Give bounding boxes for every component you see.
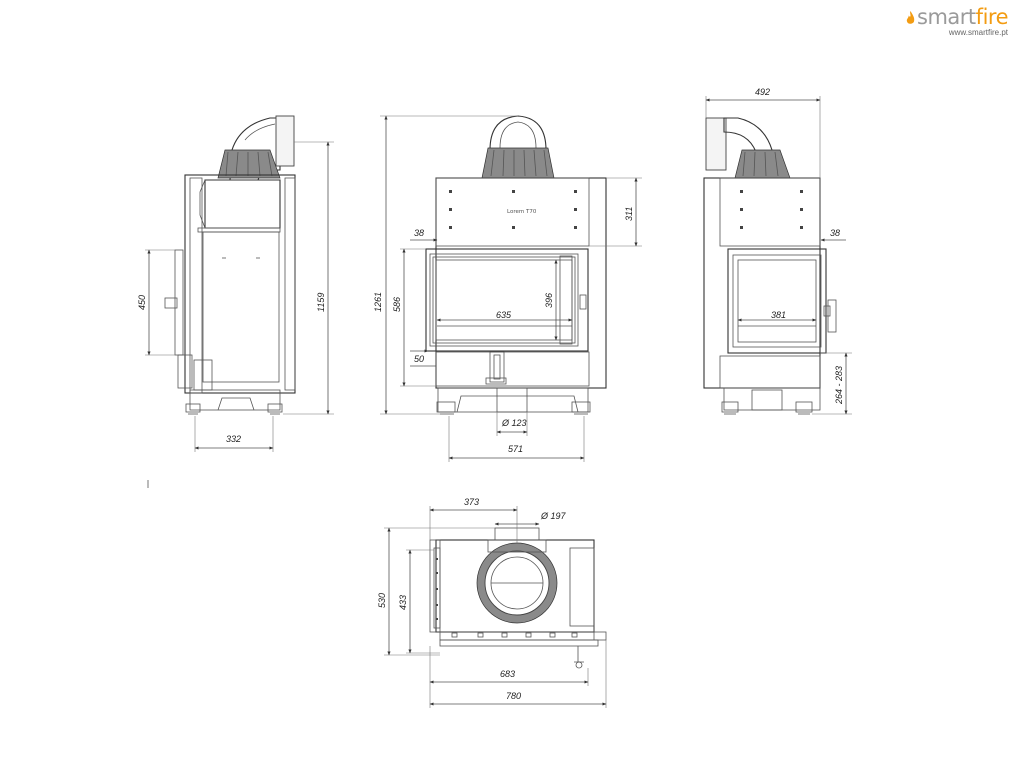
brand-name: smartfire [906, 5, 1009, 29]
brand-name-end: fire [975, 5, 1009, 29]
front-bolts [449, 190, 577, 229]
flame-icon [906, 11, 915, 24]
dim-396: 396 [544, 293, 554, 308]
top-view-slots [451, 632, 578, 638]
side-view-left: 332 450 1159 [137, 115, 334, 452]
brand-url: www.smartfire.pt [948, 28, 1008, 37]
dim-530: 530 [377, 593, 387, 608]
brand-name-start: smart [917, 5, 976, 29]
dim-d123: Ø 123 [501, 418, 527, 428]
flue-collar [217, 149, 281, 179]
dim-586: 586 [392, 297, 402, 312]
dim-50: 50 [414, 354, 424, 364]
dim-1159: 1159 [316, 293, 326, 312]
dim-381: 381 [771, 310, 786, 320]
dim-38-front: 38 [414, 228, 424, 238]
side-view-right: 492 38 381 264 - 283 [703, 87, 852, 415]
dim-311: 311 [624, 207, 634, 221]
dim-332: 332 [226, 434, 241, 444]
front-door [425, 248, 589, 352]
dim-683: 683 [500, 669, 515, 679]
dim-433: 433 [398, 595, 408, 610]
front-view: Lorem T70 1261 586 311 [373, 115, 642, 462]
dim-d197: Ø 197 [540, 511, 567, 521]
dim-450: 450 [137, 295, 147, 310]
top-view: 373 Ø 197 530 433 683 780 [377, 497, 607, 708]
dim-492: 492 [755, 87, 770, 97]
logo-plate: Lorem T70 [507, 209, 537, 215]
dim-38-right: 38 [830, 228, 840, 238]
dim-264-283: 264 - 283 [834, 366, 844, 405]
dim-571: 571 [508, 444, 523, 454]
dim-635: 635 [496, 310, 512, 320]
dim-780: 780 [506, 691, 521, 701]
brand-logo: smartfire www.smartfire.pt [906, 5, 1009, 37]
dim-373: 373 [464, 497, 479, 507]
dim-1261: 1261 [373, 292, 383, 312]
